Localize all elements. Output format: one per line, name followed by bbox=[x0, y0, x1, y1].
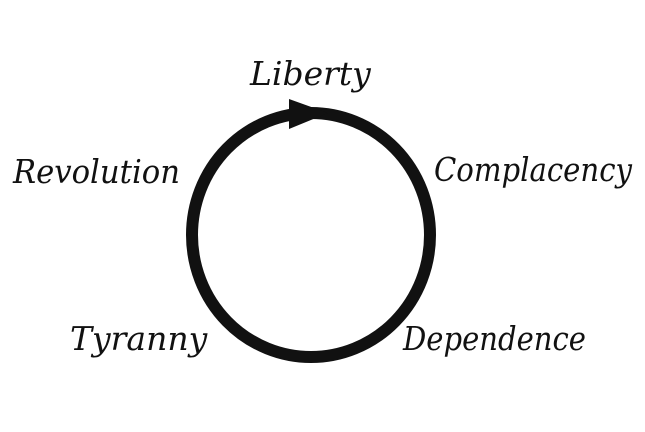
stage-label-revolution: Revolution bbox=[12, 152, 180, 191]
stage-label-complacency: Complacency bbox=[434, 150, 632, 189]
stage-label-tyranny: Tyranny bbox=[70, 319, 208, 358]
cycle-ring bbox=[186, 107, 436, 363]
cycle-arrowhead-icon bbox=[289, 99, 328, 129]
stage-label-dependence: Dependence bbox=[402, 319, 586, 358]
stage-label-liberty: Liberty bbox=[249, 54, 371, 93]
